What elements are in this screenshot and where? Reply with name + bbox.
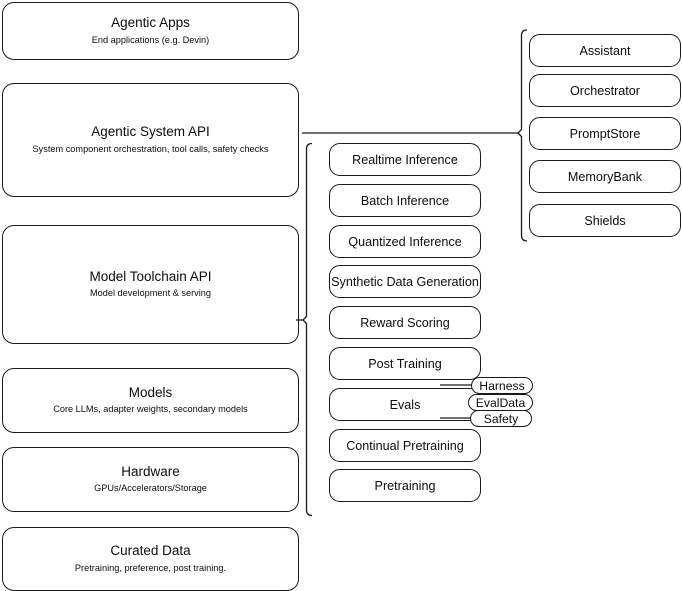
bracket-system-components bbox=[517, 29, 528, 242]
eval-badge-evaldata[interactable]: EvalData bbox=[468, 394, 533, 411]
layer-agentic-system-api[interactable]: Agentic System API System component orch… bbox=[2, 83, 299, 197]
component-label: Orchestrator bbox=[570, 83, 640, 98]
eval-badge-label: EvalData bbox=[475, 395, 526, 410]
component-shields[interactable]: Shields bbox=[529, 204, 681, 237]
capability-label: Quantized Inference bbox=[348, 234, 462, 249]
eval-badge-label: Safety bbox=[483, 411, 519, 426]
layer-agentic-apps[interactable]: Agentic Apps End applications (e.g. Devi… bbox=[2, 2, 299, 60]
layer-title: Curated Data bbox=[110, 543, 191, 559]
component-label: PromptStore bbox=[569, 126, 641, 141]
capability-evals[interactable]: Evals bbox=[329, 388, 481, 421]
layer-subtitle: Core LLMs, adapter weights, secondary mo… bbox=[53, 404, 248, 415]
component-memorybank[interactable]: MemoryBank bbox=[529, 160, 681, 193]
capability-label: Continual Pretraining bbox=[346, 438, 464, 453]
layer-hardware[interactable]: Hardware GPUs/Accelerators/Storage bbox=[2, 447, 299, 512]
capability-pretraining[interactable]: Pretraining bbox=[329, 469, 481, 502]
eval-badge-safety[interactable]: Safety bbox=[470, 410, 532, 427]
component-label: Assistant bbox=[579, 43, 631, 58]
component-assistant[interactable]: Assistant bbox=[529, 34, 681, 67]
capability-realtime-inference[interactable]: Realtime Inference bbox=[329, 143, 481, 176]
component-orchestrator[interactable]: Orchestrator bbox=[529, 74, 681, 107]
capability-label: Batch Inference bbox=[360, 193, 450, 208]
capability-label: Evals bbox=[389, 397, 421, 412]
capability-synthetic-data-generation[interactable]: Synthetic Data Generation bbox=[329, 265, 481, 298]
layer-title: Hardware bbox=[121, 463, 180, 479]
layer-subtitle: GPUs/Accelerators/Storage bbox=[94, 483, 207, 494]
capability-continual-pretraining[interactable]: Continual Pretraining bbox=[329, 429, 481, 462]
capability-batch-inference[interactable]: Batch Inference bbox=[329, 184, 481, 217]
eval-badge-label: Harness bbox=[479, 378, 525, 393]
layer-subtitle: Model development & serving bbox=[89, 288, 212, 299]
capability-reward-scoring[interactable]: Reward Scoring bbox=[329, 306, 481, 339]
capability-label: Realtime Inference bbox=[352, 152, 458, 167]
capability-label: Synthetic Data Generation bbox=[331, 274, 479, 289]
layer-title: Model Toolchain API bbox=[89, 268, 212, 284]
layer-curated-data[interactable]: Curated Data Pretraining, preference, po… bbox=[2, 527, 299, 591]
layer-title: Models bbox=[128, 384, 173, 400]
component-label: MemoryBank bbox=[567, 169, 643, 184]
layer-title: Agentic Apps bbox=[111, 15, 190, 31]
capability-label: Post Training bbox=[368, 356, 442, 371]
capability-label: Pretraining bbox=[374, 478, 436, 493]
capability-label: Reward Scoring bbox=[360, 315, 450, 330]
layer-model-toolchain-api[interactable]: Model Toolchain API Model development & … bbox=[2, 225, 299, 344]
layer-title: Agentic System API bbox=[91, 124, 210, 140]
eval-badge-harness[interactable]: Harness bbox=[471, 377, 533, 394]
layer-subtitle: Pretraining, preference, post training. bbox=[74, 562, 227, 573]
component-label: Shields bbox=[584, 213, 626, 228]
component-promptstore[interactable]: PromptStore bbox=[529, 117, 681, 150]
layer-models[interactable]: Models Core LLMs, adapter weights, secon… bbox=[2, 368, 299, 433]
bracket-toolchain-capabilities bbox=[302, 142, 313, 517]
layer-subtitle: End applications (e.g. Devin) bbox=[91, 34, 210, 45]
capability-quantized-inference[interactable]: Quantized Inference bbox=[329, 225, 481, 258]
layer-subtitle: System component orchestration, tool cal… bbox=[32, 143, 269, 154]
capability-post-training[interactable]: Post Training bbox=[329, 347, 481, 380]
